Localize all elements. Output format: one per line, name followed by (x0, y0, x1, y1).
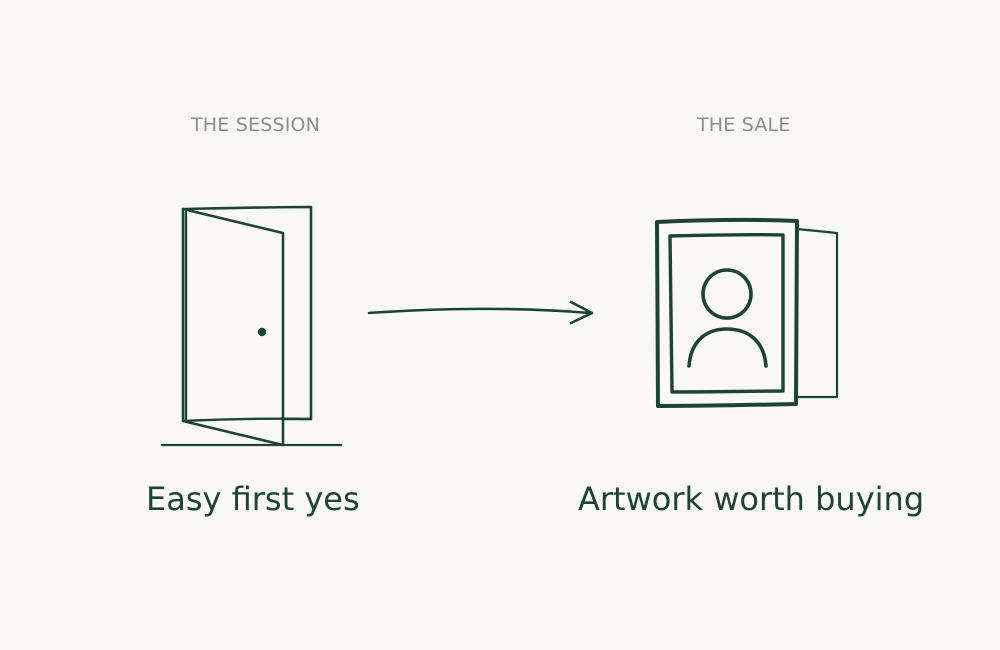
open-door-icon (160, 205, 343, 447)
framed-portrait-icon (655, 217, 839, 408)
frame-outer (655, 217, 799, 408)
portrait-head (701, 268, 753, 320)
portrait-shoulders (687, 327, 768, 368)
sale-label: THE SALE (697, 114, 791, 136)
arrow-right-icon (367, 300, 594, 325)
door-sill (181, 417, 313, 423)
session-caption: Easy first yes (146, 480, 360, 518)
arrow-shaft (367, 307, 592, 315)
arrow-head (569, 300, 594, 325)
frame-back-panel (795, 227, 839, 399)
sale-caption: Artwork worth buying (578, 480, 925, 518)
frame-inner (668, 232, 785, 394)
door-leaf (181, 207, 285, 447)
door-frame (181, 205, 313, 421)
session-label: THE SESSION (191, 114, 321, 136)
doorknob (257, 327, 267, 337)
